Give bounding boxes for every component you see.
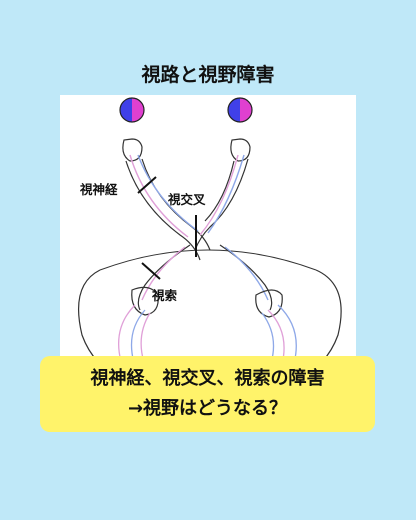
optic-nerve-lesion-mark: [137, 176, 157, 194]
right-lgn: [255, 289, 283, 318]
right-optic-nerve-inner: [204, 160, 235, 222]
banner-line-2: →視野はどうなる？: [127, 398, 288, 419]
question-banner: 視神経、視交叉、視索の障害 →視野はどうなる？: [40, 356, 375, 432]
brain-inner-outline: [99, 249, 317, 271]
right-pink-fiber: [199, 154, 239, 236]
optic-nerve-label: 視神経: [80, 182, 118, 197]
right-blue-fiber: [207, 154, 245, 234]
right-eye: [227, 97, 253, 162]
page-title: 視路と視野障害: [141, 64, 275, 86]
right-tract-blue: [224, 246, 269, 301]
right-optic-nerve-outer: [194, 158, 249, 251]
optic-chiasm-label: 視交叉: [168, 192, 206, 207]
left-tract-pink: [141, 246, 186, 301]
optic-tract-lesion-mark: [141, 262, 161, 280]
right-optic-tract: [219, 244, 273, 311]
optic-tract-label: 視索: [152, 288, 178, 303]
left-eye: [119, 97, 145, 162]
left-blue-fiber: [137, 154, 199, 232]
visual-pathway-diagram: [78, 97, 342, 408]
left-pink-fiber: [129, 154, 189, 238]
banner-line-1: 視神経、視交叉、視索の障害: [90, 368, 325, 389]
